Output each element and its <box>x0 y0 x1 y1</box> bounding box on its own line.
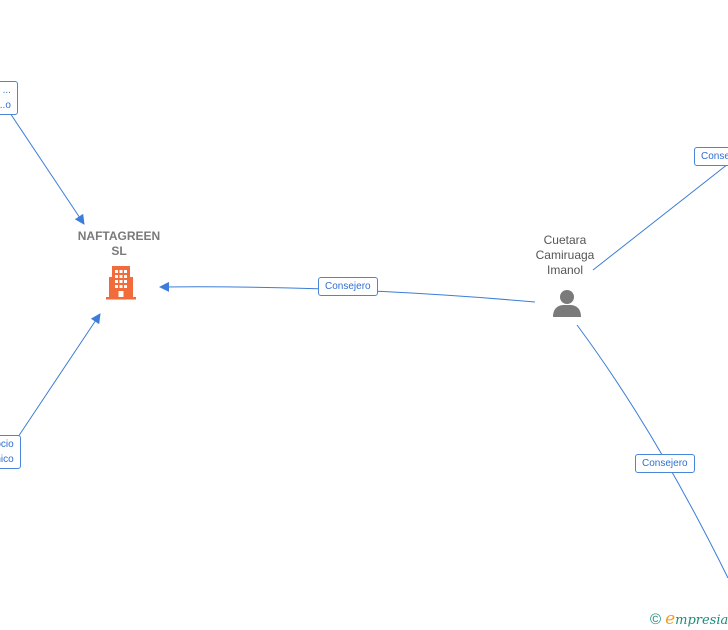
empresia-logo[interactable]: © empresia <box>650 609 728 629</box>
edge-label-top-left-line-1: ... <box>2 85 11 96</box>
edge-label-top-left[interactable]: ... ...o <box>0 81 18 115</box>
company-name-line-1: NAFTAGREEN <box>77 229 161 243</box>
company-name-line-2: SL <box>111 244 127 258</box>
edge-person-to-bottom-right <box>576 324 728 579</box>
person-name-line-3: Imanol <box>546 263 584 277</box>
edge-label-consejero-bottom-right[interactable]: Consejero <box>635 454 695 473</box>
edge-label-top-left-line-2: ...o <box>0 100 11 111</box>
edge-bottom-left-to-company <box>17 313 101 438</box>
building-icon[interactable] <box>104 264 138 300</box>
copyright-icon: © <box>650 610 662 628</box>
edge-person-to-top-right <box>592 163 728 271</box>
edge-label-bottom-left-line-2: ...nico <box>0 454 14 465</box>
person-name-line-2: Camiruaga <box>535 248 595 262</box>
person-name-line-1: Cuetara <box>543 233 587 247</box>
edge-label-consejero-top-right[interactable]: Consejero <box>694 147 728 166</box>
person-icon[interactable] <box>551 287 583 318</box>
edge-top-left-to-company <box>7 109 85 225</box>
person-node-title[interactable]: Cuetara Camiruaga Imanol <box>522 233 608 278</box>
company-node-title[interactable]: NAFTAGREEN SL <box>72 229 166 259</box>
brand-wordmark: empresia <box>665 609 728 629</box>
edge-label-consejero-main[interactable]: Consejero <box>318 277 378 296</box>
